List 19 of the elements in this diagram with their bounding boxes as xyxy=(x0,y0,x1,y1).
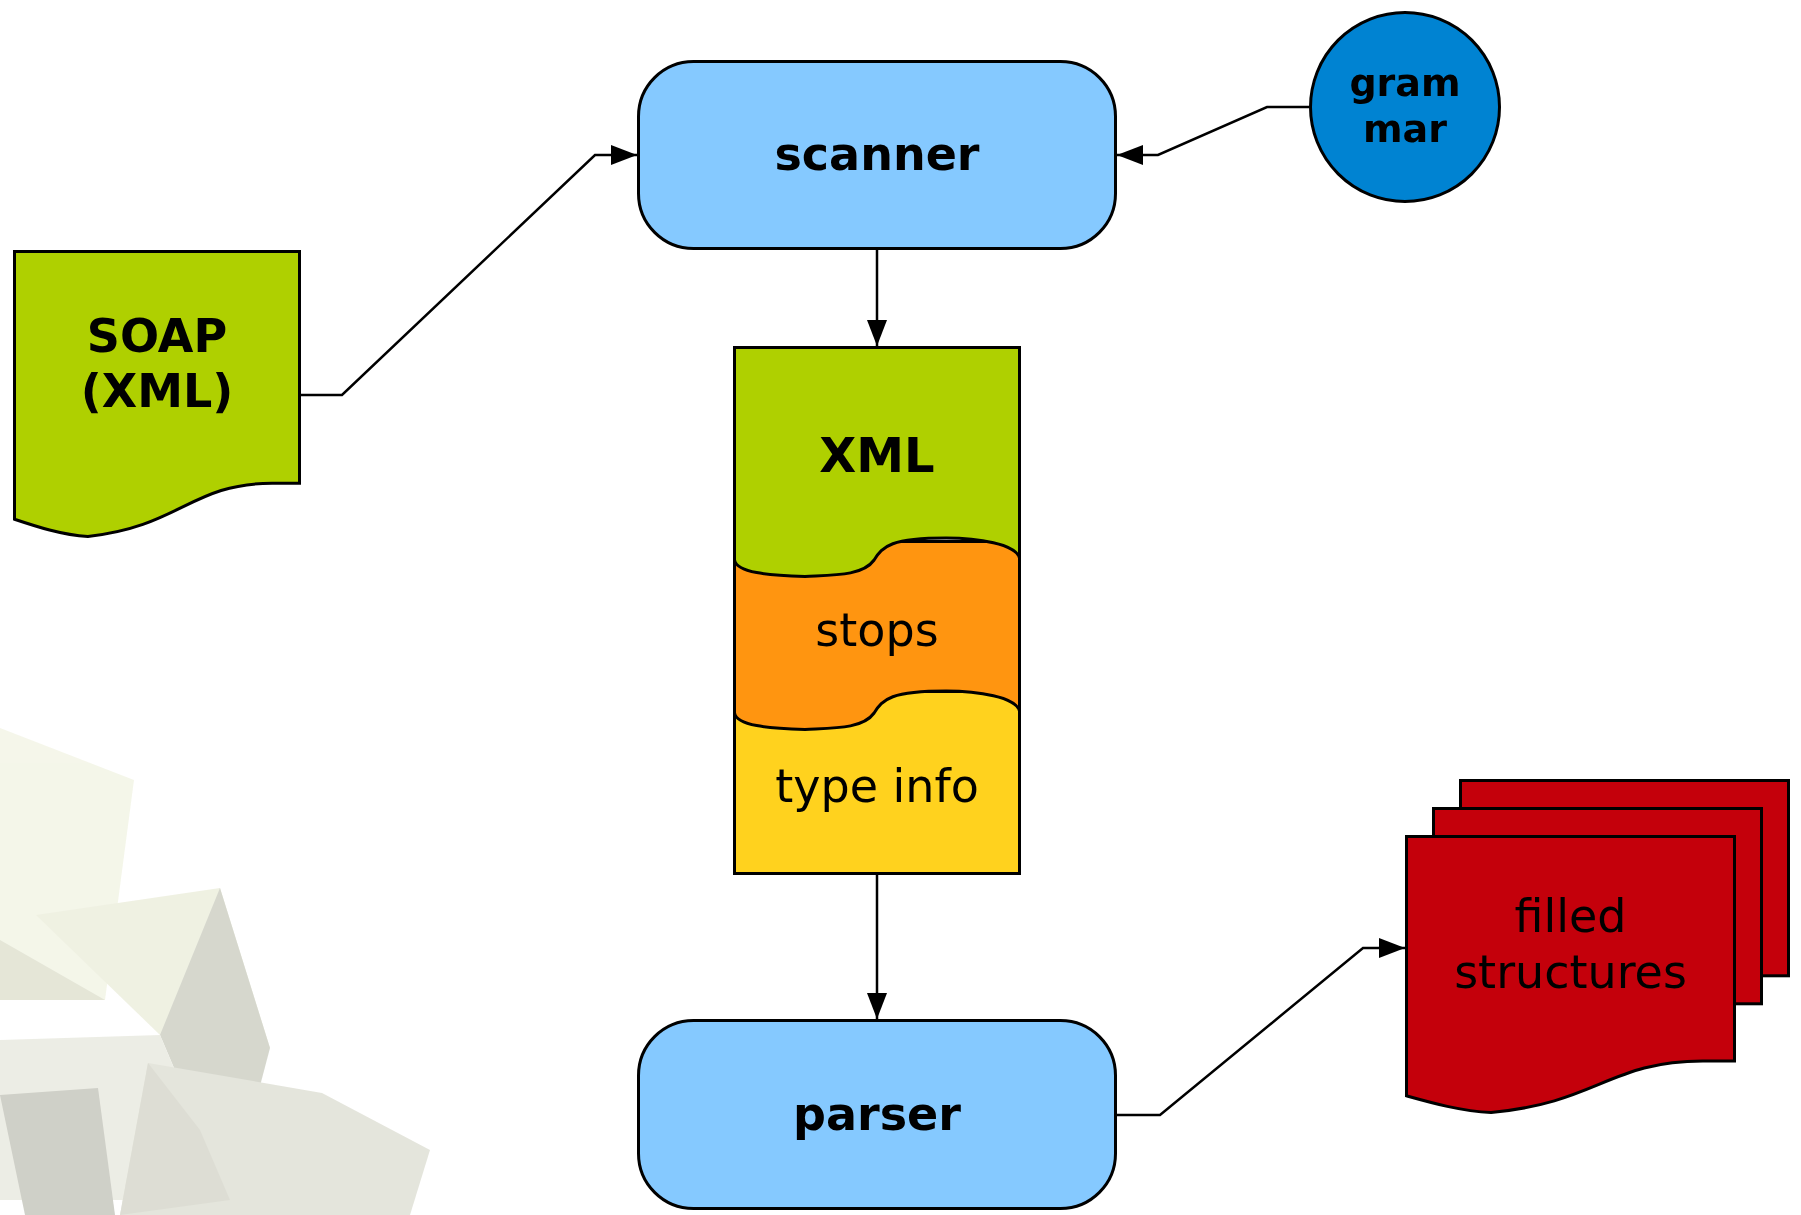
node-label: scanner xyxy=(774,127,980,183)
rounded-process-box xyxy=(637,1019,1117,1210)
arrow xyxy=(1117,105,1309,165)
node-label: gram mar xyxy=(1348,61,1462,153)
node-label: filled structures xyxy=(1453,889,1688,1001)
arrow xyxy=(301,145,637,397)
rounded-process-box xyxy=(637,60,1117,250)
arrow xyxy=(867,875,887,1019)
stacked-documents xyxy=(1405,779,1790,1114)
node-label: parser xyxy=(793,1086,961,1143)
node-label: SOAP (XML) xyxy=(79,308,235,420)
arrow xyxy=(1117,938,1405,1117)
stack-section xyxy=(733,346,1021,578)
document-shape xyxy=(13,250,301,538)
node-label: type info xyxy=(775,757,979,815)
node-label: XML xyxy=(819,427,935,486)
arrow xyxy=(867,250,887,346)
circle-node xyxy=(1309,11,1501,203)
node-label: stops xyxy=(815,601,939,659)
